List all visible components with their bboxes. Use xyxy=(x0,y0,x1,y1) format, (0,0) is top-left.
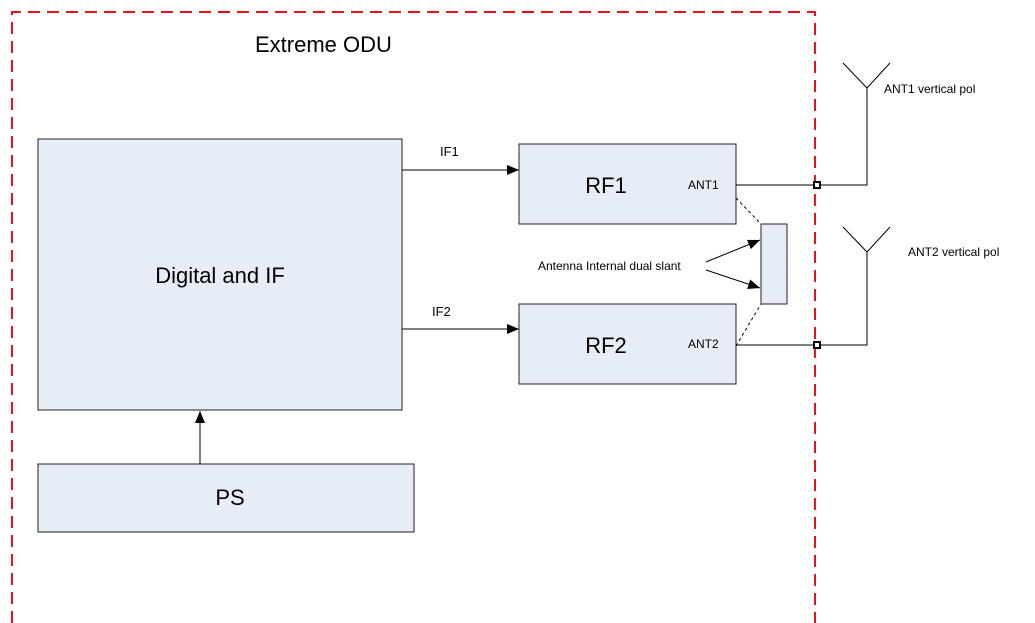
ant2-feed-line xyxy=(736,252,868,346)
rf2-ant-port-label: ANT2 xyxy=(688,337,719,351)
internal-antenna-link-1 xyxy=(735,197,762,225)
rf2-block xyxy=(518,303,737,385)
ant2-label: ANT2 vertical pol xyxy=(908,245,999,259)
rf1-label: RF1 xyxy=(585,173,627,198)
internal-antenna-arrow-2 xyxy=(705,269,761,289)
ant1-label: ANT1 vertical pol xyxy=(884,82,975,96)
internal-antenna-arrow-1 xyxy=(705,239,761,263)
rf1-ant-port-label: ANT1 xyxy=(688,178,719,192)
internal-antenna-block xyxy=(760,223,788,305)
ant1-feed-line xyxy=(736,88,868,186)
ps-block xyxy=(37,463,415,533)
digital-if-label: Digital and IF xyxy=(155,263,285,288)
odu-title: Extreme ODU xyxy=(255,32,392,57)
internal-antenna-link-2 xyxy=(735,303,762,347)
internal-antenna-label: Antenna Internal dual slant xyxy=(538,259,681,273)
rf1-block xyxy=(518,143,737,225)
ant2-connector-inner xyxy=(815,343,819,347)
if1-label: IF1 xyxy=(440,144,459,159)
ant1-connector-inner xyxy=(815,183,819,187)
odu-boundary xyxy=(11,11,816,623)
ps-label: PS xyxy=(215,485,244,510)
ant2-antenna-icon xyxy=(842,226,891,253)
rf2-label: RF2 xyxy=(585,333,627,358)
digital-if-block xyxy=(37,138,403,411)
if2-label: IF2 xyxy=(432,304,451,319)
ant1-antenna-icon xyxy=(842,62,891,89)
